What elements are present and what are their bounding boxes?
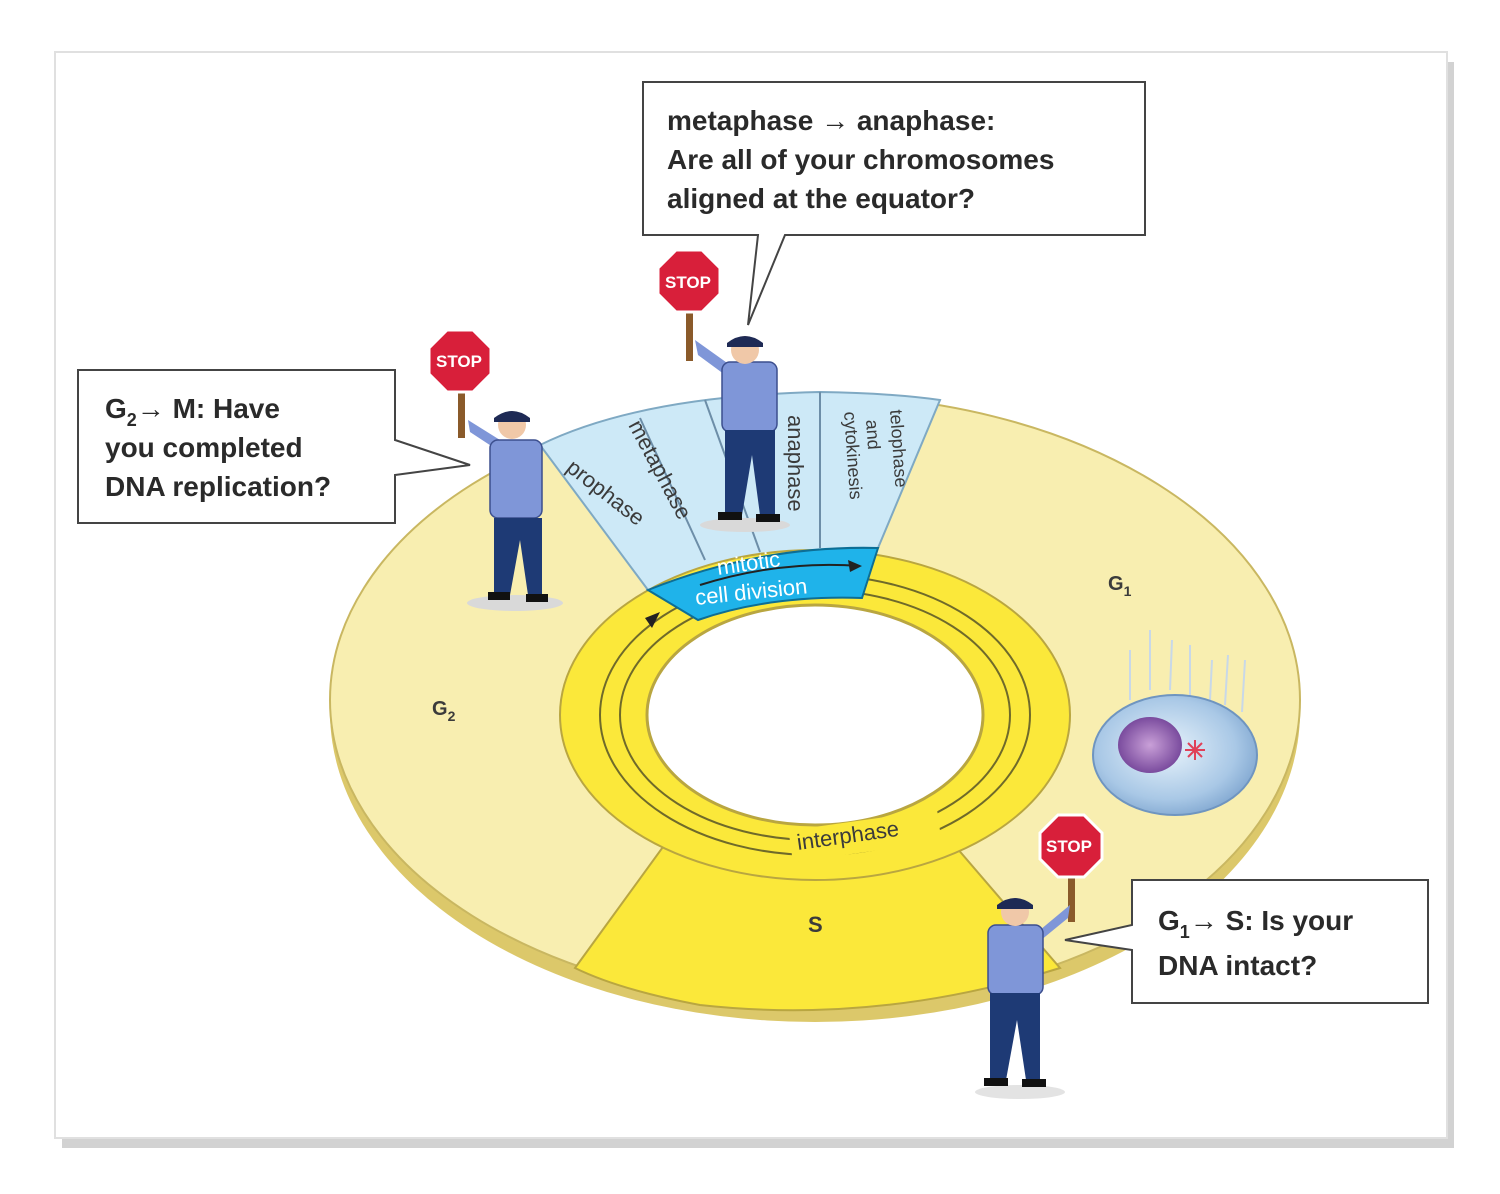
- stop-sign-icon: [427, 328, 493, 394]
- mitotic-arrow: [699, 563, 861, 586]
- svg-text:DNA replication?: DNA replication?: [105, 471, 331, 502]
- callout-g2m: G2→ M: Have you completed DNA replicatio…: [77, 369, 471, 524]
- callout-g1s: G1→ S: Is your DNA intact?: [1064, 879, 1429, 1004]
- svg-text:STOP: STOP: [1046, 837, 1092, 856]
- mitotic-arrowhead: [848, 560, 862, 572]
- cell-illustration: [1092, 630, 1258, 816]
- svg-text:you completed: you completed: [105, 432, 303, 463]
- svg-text:STOP: STOP: [665, 273, 711, 292]
- svg-text:G2→ M: Have: G2→ M: Have: [105, 393, 280, 430]
- s-label: S: [808, 912, 823, 937]
- mitosis-divider-1: [639, 417, 706, 561]
- svg-text:DNA intact?: DNA intact?: [1158, 950, 1317, 981]
- interphase-label-bg: [788, 809, 942, 863]
- g1-label: G1: [1108, 573, 1132, 599]
- svg-text:Are all of your chromosomes: Are all of your chromosomes: [667, 144, 1054, 175]
- checkpoint-officer-g1s: STOP: [975, 813, 1104, 1099]
- svg-text:metaphase → anaphase:: metaphase → anaphase:: [667, 105, 995, 136]
- interphase-arrowhead: [645, 612, 660, 628]
- stop-sign-icon: [1038, 813, 1104, 879]
- callout-metaphase-anaphase: metaphase → anaphase: Are all of your ch…: [642, 81, 1146, 326]
- checkpoint-officer-g2m: STOP: [427, 328, 563, 611]
- svg-text:aligned at the equator?: aligned at the equator?: [667, 183, 975, 214]
- stop-sign-icon: [656, 248, 722, 314]
- svg-text:STOP: STOP: [436, 352, 482, 371]
- ring-hole: [645, 603, 985, 827]
- anaphase-label: anaphase: [783, 415, 808, 512]
- g2-label: G2: [432, 698, 456, 724]
- telophase-label-line2: and: [862, 419, 884, 450]
- checkpoint-officer-metaphase: STOP: [656, 248, 790, 532]
- svg-text:G1→ S: Is your: G1→ S: Is your: [1158, 905, 1353, 942]
